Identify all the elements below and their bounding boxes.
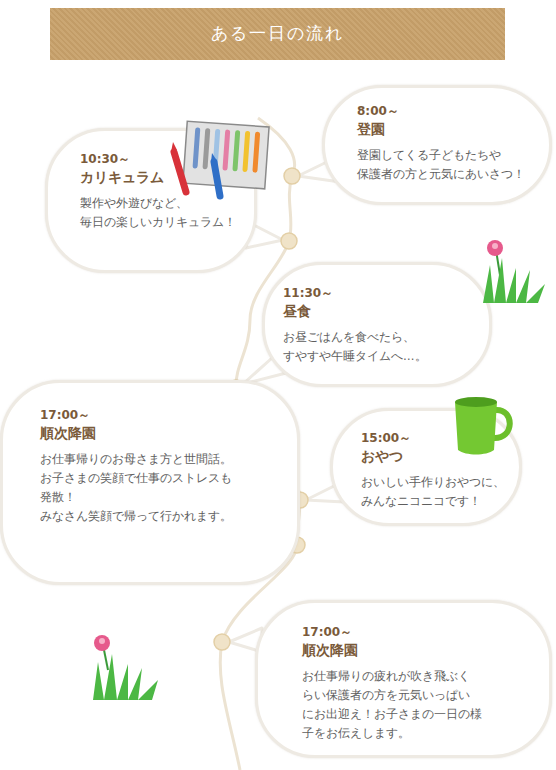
time-label: 10:30～ xyxy=(80,151,254,167)
speech-bubble: 8:00～登園登園してくる子どもたちや 保護者の方と元気にあいさつ！ xyxy=(322,85,552,205)
step-body: おいしい手作りおやつに、 みんなニコニコです！ xyxy=(361,473,516,511)
time-label: 15:00～ xyxy=(361,430,519,446)
step-title: 順次降園 xyxy=(40,423,297,443)
time-label: 17:00～ xyxy=(302,624,549,640)
speech-bubble: 17:00～順次降園お仕事帰りの疲れが吹き飛ぶく らい保護者の方を元気いっぱい … xyxy=(255,600,552,758)
step-body: 登園してくる子どもたちや 保護者の方と元気にあいさつ！ xyxy=(357,146,529,184)
speech-bubble: 11:30～昼食お昼ごはんを食べたら、 すやすや午睡タイムへ…。 xyxy=(262,262,492,387)
diagram-title: ある一日の流れ xyxy=(50,22,505,45)
step-body: お仕事帰りの疲れが吹き飛ぶく らい保護者の方を元気いっぱい にお出迎え！お子さま… xyxy=(302,667,488,743)
title-band: ある一日の流れ xyxy=(50,8,505,60)
step-title: 順次降園 xyxy=(302,640,549,660)
speech-bubble: 15:00～おやつおいしい手作りおやつに、 みんなニコニコです！ xyxy=(330,408,522,526)
speech-bubble: 10:30～カリキュラム製作や外遊びなど、 毎日の楽しいカリキュラム！ xyxy=(45,128,257,273)
step-body: お昼ごはんを食べたら、 すやすや午睡タイムへ…。 xyxy=(283,328,443,366)
step-title: カリキュラム xyxy=(80,167,254,187)
step-body: お仕事帰りのお母さま方と世間話。 お子さまの笑顔で仕事のストレスも 発散！ みな… xyxy=(40,450,240,526)
time-label: 8:00～ xyxy=(357,103,549,119)
step-title: 登園 xyxy=(357,119,549,139)
step-title: 昼食 xyxy=(283,301,489,321)
time-label: 11:30～ xyxy=(283,285,489,301)
step-body: 製作や外遊びなど、 毎日の楽しいカリキュラム！ xyxy=(80,194,245,232)
speech-bubble: 17:00～順次降園お仕事帰りのお母さま方と世間話。 お子さまの笑顔で仕事のスト… xyxy=(0,380,300,585)
step-title: おやつ xyxy=(361,446,519,466)
time-label: 17:00～ xyxy=(40,407,297,423)
